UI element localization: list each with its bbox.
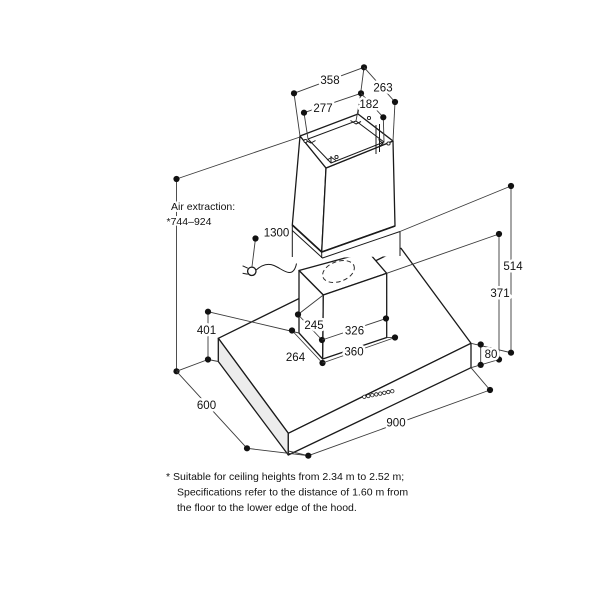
air-extraction-range: *744–924 <box>167 216 212 228</box>
hood-width-label: 900 <box>386 418 405 430</box>
mounting-hole-icon <box>366 115 372 121</box>
dimension-514 <box>399 182 515 356</box>
mounting-hole-icon <box>386 141 391 146</box>
inner-notch-left <box>305 140 316 144</box>
dimension-360 <box>322 334 399 364</box>
left-clearance-label: 401 <box>197 325 216 337</box>
mounting-hole-icon <box>303 138 308 144</box>
box-top-width-label: 326 <box>345 326 364 338</box>
dimension-277 <box>300 90 365 140</box>
power-cable <box>255 263 297 273</box>
dimension-600 <box>176 370 309 457</box>
hood-depth-label: 600 <box>197 400 216 412</box>
motor-box <box>298 251 388 360</box>
mounting-hole-icon <box>334 154 339 160</box>
footnote-line-1: * Suitable for ceiling heights from 2.34… <box>166 471 404 483</box>
box-depth-label: 264 <box>286 352 306 364</box>
cable-line <box>255 263 297 273</box>
chimney-upper <box>291 113 396 253</box>
chimney-telescopic-joint <box>291 224 396 253</box>
inner-notch-back <box>350 120 362 125</box>
footnote-line-2: Specifications refer to the distance of … <box>177 487 408 499</box>
dimension-263 <box>363 67 399 142</box>
dimension-182 <box>360 92 387 143</box>
control-buttons[interactable] <box>362 389 395 399</box>
air-extraction-label: Air extraction: <box>171 201 235 213</box>
chimney-lower-top-rim <box>291 230 401 259</box>
dimension-900 <box>288 367 494 459</box>
inner-width-label: 277 <box>313 103 332 115</box>
cord-length-label: 1300 <box>264 228 290 240</box>
duct-outlet-dashed-circle <box>322 260 355 283</box>
dimension-1300 <box>251 235 259 267</box>
dimension-401 <box>176 308 300 372</box>
power-plug-icon <box>242 265 257 277</box>
chimney-width-label: 358 <box>320 75 339 87</box>
footnote-line-3: the floor to the lower edge of the hood. <box>177 502 357 514</box>
box-height-label: 245 <box>304 320 323 332</box>
dimension-371 <box>386 230 503 369</box>
box-width-label: 360 <box>344 347 363 359</box>
duct-height-label: 514 <box>503 261 523 273</box>
base-edge-label: 80 <box>485 349 498 361</box>
chimney-depth-label: 263 <box>373 83 392 95</box>
canopy-height-label: 371 <box>490 288 509 300</box>
inner-depth-label: 182 <box>359 99 378 111</box>
dimension-326 <box>321 315 390 341</box>
dimension-80 <box>477 341 484 368</box>
